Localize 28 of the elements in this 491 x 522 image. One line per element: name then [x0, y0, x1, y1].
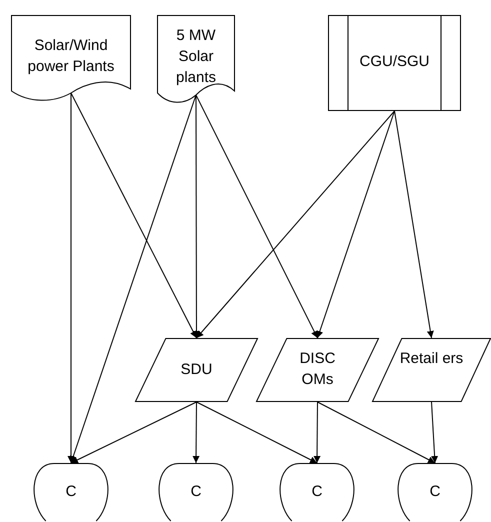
arrow	[394, 110, 434, 338]
node-label: C	[430, 482, 440, 502]
arrow	[192, 402, 200, 464]
node-label: C	[190, 482, 202, 502]
arrow	[70, 402, 197, 464]
data-parallelogram	[372, 338, 491, 402]
arrow	[316, 110, 395, 338]
arrow	[192, 94, 200, 338]
data-parallelogram	[135, 338, 258, 402]
arrow	[431, 402, 438, 464]
process-box	[328, 15, 461, 111]
data-parallelogram	[256, 338, 379, 402]
arrow	[70, 94, 196, 464]
arrow	[196, 402, 318, 464]
arrow	[196, 110, 395, 338]
node-label: SDU	[180, 360, 212, 380]
arrow	[70, 92, 197, 338]
arrow	[68, 92, 74, 464]
node-label: Retail ers	[400, 349, 464, 369]
node-label: DISC OMs	[298, 349, 336, 390]
node-label: C	[312, 482, 322, 502]
node-label: Solar/Wind power Plants	[26, 36, 116, 77]
arrow	[196, 94, 318, 338]
arrow	[314, 402, 321, 464]
node-label: CGU/SGU	[359, 52, 430, 72]
arrow	[317, 402, 436, 464]
node-label: 5 MW Solar plants	[174, 26, 218, 88]
node-label: C	[66, 482, 76, 502]
